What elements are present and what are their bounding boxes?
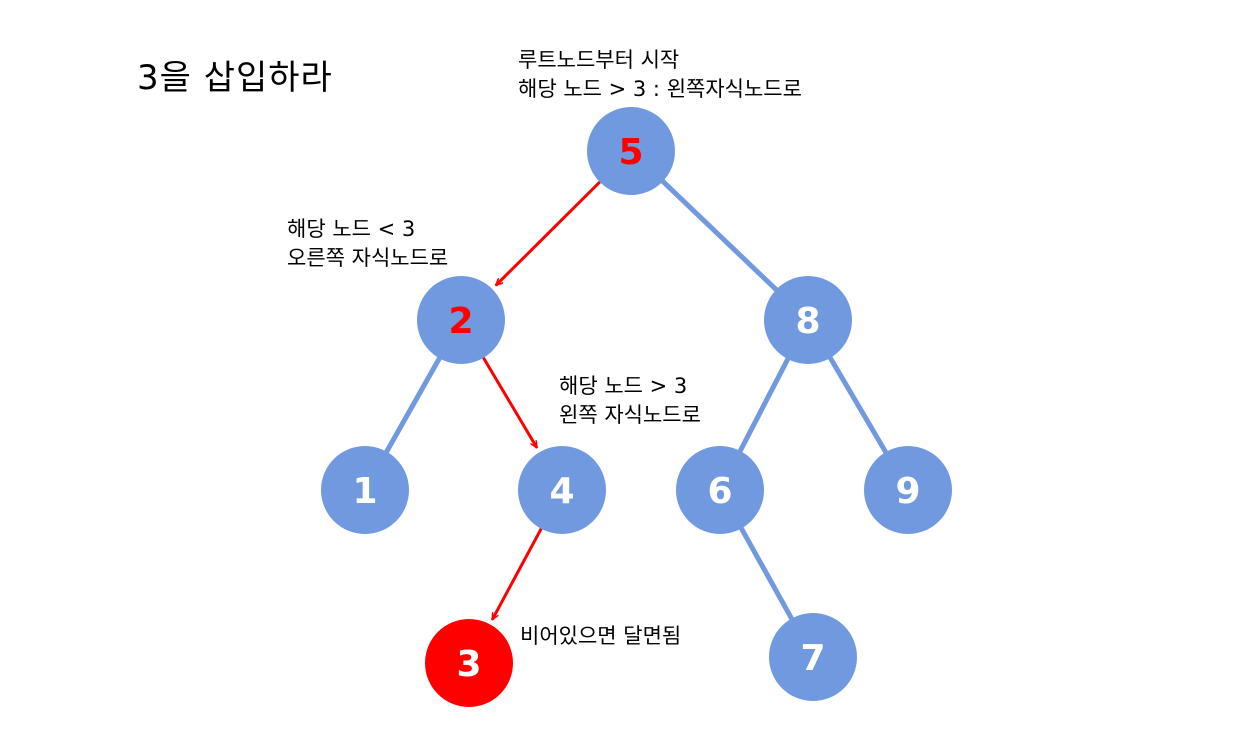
tree-node-circle-1 xyxy=(321,446,409,534)
tree-edge-n8-n6 xyxy=(734,351,794,459)
annotation-node-4-line2: 왼쪽 자식노드로 xyxy=(559,403,701,427)
tree-node-label-4: 4 xyxy=(549,471,574,512)
tree-node-7: 7 xyxy=(769,613,857,701)
tree-node-circle-5 xyxy=(587,107,675,195)
tree-node-3: 3 xyxy=(425,619,513,707)
tree-edge-n2-n1 xyxy=(381,350,445,460)
tree-node-label-5: 5 xyxy=(618,132,643,173)
tree-edge-n6-n7 xyxy=(735,520,798,627)
tree-node-1: 1 xyxy=(321,446,409,534)
tree-node-6: 6 xyxy=(676,446,764,534)
annotation-node-3-line1: 비어있으면 달면됨 xyxy=(520,624,682,648)
annotation-node-2-line2: 오른쪽 자식노드로 xyxy=(287,246,449,270)
tree-node-label-6: 6 xyxy=(707,471,732,512)
annotation-root-line1: 루트노드부터 시작 xyxy=(518,48,680,72)
tree-node-label-1: 1 xyxy=(352,471,377,512)
tree-node-label-8: 8 xyxy=(795,301,820,342)
search-path-arrow-n5-n2 xyxy=(496,177,605,285)
tree-node-circle-7 xyxy=(769,613,857,701)
annotation-node-3: 비어있으면 달면됨 xyxy=(520,622,681,651)
search-path-arrow-n4-n3 xyxy=(491,523,545,619)
tree-node-4: 4 xyxy=(518,446,606,534)
tree-node-circle-3 xyxy=(425,619,513,707)
annotation-root: 루트노드부터 시작 해당 노드 > 3 : 왼쪽자식노드로 xyxy=(518,46,802,104)
tree-node-circle-4 xyxy=(518,446,606,534)
tree-node-circle-2 xyxy=(417,276,505,364)
tree-node-label-9: 9 xyxy=(895,471,920,512)
search-path-arrow-n2-n4 xyxy=(479,352,538,447)
tree-node-label-3: 3 xyxy=(456,644,481,685)
tree-edge-n8-n9 xyxy=(824,350,892,460)
tree-node-2: 2 xyxy=(417,276,505,364)
tree-node-circle-6 xyxy=(676,446,764,534)
tree-node-8: 8 xyxy=(764,276,852,364)
tree-node-9: 9 xyxy=(864,446,952,534)
tree-node-circle-8 xyxy=(764,276,852,364)
tree-node-circle-9 xyxy=(864,446,952,534)
tree-edge-n5-n8 xyxy=(655,174,784,297)
annotation-node-2: 해당 노드 < 3 오른쪽 자식노드로 xyxy=(287,215,448,273)
tree-node-label-2: 2 xyxy=(448,301,473,342)
annotation-node-2-line1: 해당 노드 < 3 xyxy=(287,217,416,241)
page-title: 3을 삽입하라 xyxy=(137,58,333,98)
annotation-node-4: 해당 노드 > 3 왼쪽 자식노드로 xyxy=(559,372,701,430)
tree-node-5: 5 xyxy=(587,107,675,195)
annotation-root-line2: 해당 노드 > 3 : 왼쪽자식노드로 xyxy=(518,77,802,101)
annotation-node-4-line1: 해당 노드 > 3 xyxy=(559,374,688,398)
tree-node-label-7: 7 xyxy=(800,638,825,679)
